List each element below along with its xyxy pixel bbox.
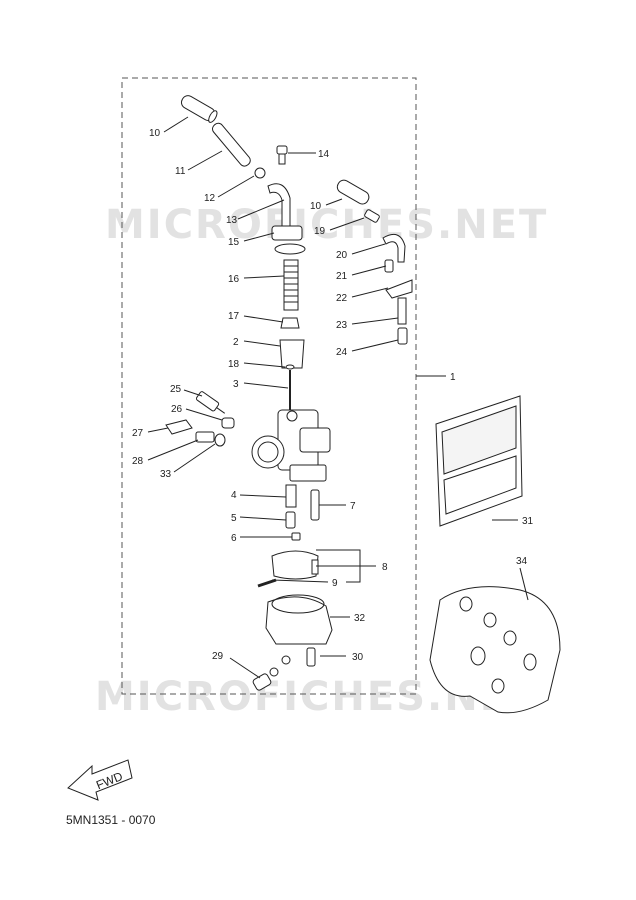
drawing-code: 5MN1351 - 0070 — [66, 813, 156, 827]
main-jet-5 — [285, 511, 296, 529]
hose-20 — [382, 233, 406, 263]
label-34: 34 — [516, 556, 528, 567]
spring-28 — [195, 431, 215, 443]
bag-31 — [435, 395, 523, 527]
label-9: 9 — [332, 578, 338, 589]
rod-23 — [397, 297, 407, 325]
screw-7 — [310, 489, 320, 521]
fwd-arrow: FWD — [67, 759, 133, 801]
label-28: 28 — [132, 456, 144, 467]
label-20: 20 — [336, 250, 348, 261]
carburetor-body — [251, 409, 331, 482]
jet-6 — [291, 532, 301, 541]
float-8 — [271, 550, 319, 580]
throttle-stop-screw — [165, 419, 193, 435]
screw-21 — [384, 259, 394, 273]
drain-screw-30 — [306, 647, 316, 667]
label-7: 7 — [350, 501, 356, 512]
small-nut — [254, 167, 266, 179]
spring-26 — [221, 417, 235, 429]
label-13: 13 — [226, 215, 238, 226]
float-pin — [257, 578, 277, 588]
label-25: 25 — [170, 384, 182, 395]
leader-lines — [147, 116, 529, 679]
label-31: 31 — [522, 516, 534, 527]
label-4: 4 — [231, 490, 237, 501]
label-10-top: 10 — [149, 128, 161, 139]
label-26: 26 — [171, 404, 183, 415]
label-16: 16 — [228, 274, 240, 285]
hose-top-left — [180, 95, 218, 123]
label-10-right: 10 — [310, 201, 322, 212]
o-ring — [281, 655, 291, 665]
label-2: 2 — [233, 337, 239, 348]
float-chamber — [265, 594, 333, 645]
label-15: 15 — [228, 237, 240, 248]
label-8: 8 — [382, 562, 388, 573]
label-33: 33 — [160, 469, 172, 480]
hose-top-right — [336, 179, 370, 205]
label-22: 22 — [336, 293, 348, 304]
tube — [212, 122, 251, 167]
label-18: 18 — [228, 359, 240, 370]
label-11: 11 — [175, 166, 186, 177]
retainer-17 — [280, 317, 300, 329]
nipple-19 — [364, 209, 380, 223]
label-6: 6 — [231, 533, 237, 544]
label-30: 30 — [352, 652, 364, 663]
throttle-valve — [279, 339, 305, 369]
washer-33 — [214, 433, 226, 447]
cap-24 — [397, 327, 408, 345]
label-19: 19 — [314, 226, 326, 237]
label-32: 32 — [354, 613, 366, 624]
jet-holder-4 — [285, 484, 297, 508]
label-27: 27 — [132, 428, 144, 439]
clip-18 — [285, 364, 295, 370]
insulator-cover-34 — [429, 586, 561, 714]
label-3: 3 — [233, 379, 239, 390]
label-21: 21 — [336, 271, 348, 282]
label-24: 24 — [336, 347, 348, 358]
spring-16 — [283, 259, 299, 311]
watermark-top: MICROFICHES.NET — [105, 202, 548, 248]
label-29: 29 — [212, 651, 224, 662]
screw-14 — [276, 145, 288, 155]
label-12: 12 — [204, 193, 216, 204]
label-23: 23 — [336, 320, 348, 331]
fitting-body — [271, 225, 303, 241]
assembly-boundary — [121, 77, 417, 695]
label-14: 14 — [318, 149, 330, 160]
label-5: 5 — [231, 513, 237, 524]
label-1: 1 — [450, 372, 456, 383]
label-17: 17 — [228, 311, 240, 322]
needle-valve — [311, 559, 319, 575]
gasket-ring — [274, 243, 306, 255]
lever-22 — [385, 279, 413, 299]
